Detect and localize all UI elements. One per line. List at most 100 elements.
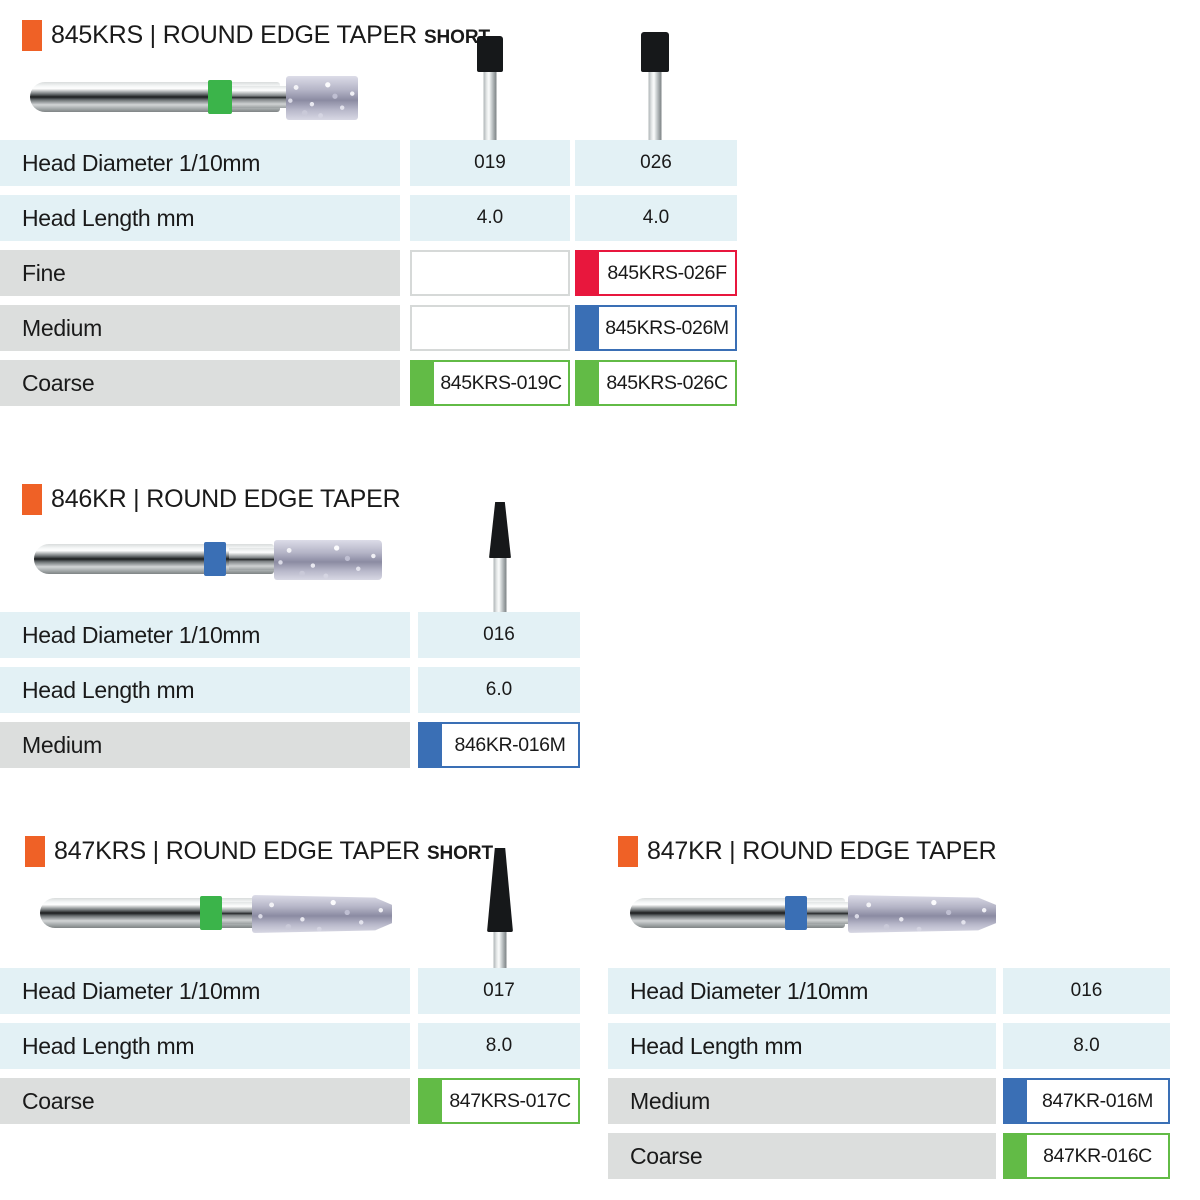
product-code-label: 846KR-016M	[442, 724, 578, 766]
table-row-coarse: Coarse 847KRS-017C	[0, 1078, 600, 1124]
row-label: Head Length mm	[0, 195, 400, 241]
grit-color-stripe	[577, 307, 599, 349]
page-title: 847KR | ROUND EDGE TAPER	[647, 836, 997, 865]
table-row-coarse: Coarse 847KR-016C	[600, 1133, 1200, 1179]
row-label: Medium	[0, 305, 400, 351]
bur-profile-016	[420, 482, 580, 620]
product-code-label: 847KRS-017C	[442, 1080, 578, 1122]
bur-diamond-head	[252, 895, 392, 933]
bur-profile-head	[487, 848, 513, 932]
product-code-cell-empty	[410, 305, 570, 351]
table-row-head-length: Head Length mm 4.0 4.0	[0, 195, 760, 241]
bur-color-band	[204, 542, 226, 576]
product-code-cell[interactable]: 846KR-016M	[418, 722, 580, 768]
table-row-fine: Fine 845KRS-026F	[0, 250, 760, 296]
product-code-cell[interactable]: 847KR-016M	[1003, 1078, 1170, 1124]
orange-marker-icon	[22, 483, 42, 515]
value-cell: 016	[1003, 968, 1170, 1014]
table-row-head-length: Head Length mm 8.0	[600, 1023, 1200, 1069]
page-title-modifier: SHORT	[426, 842, 493, 864]
bur-diamond-head	[286, 76, 358, 120]
product-code-label: 845KRS-026F	[599, 252, 735, 294]
orange-marker-icon	[618, 835, 638, 867]
product-code-label: 847KR-016C	[1027, 1135, 1168, 1177]
row-label: Coarse	[608, 1133, 996, 1179]
product-code-cell[interactable]: 847KR-016C	[1003, 1133, 1170, 1179]
product-code-label: 847KR-016M	[1027, 1080, 1168, 1122]
value-cell: 026	[575, 140, 737, 186]
table-row-medium: Medium 845KRS-026M	[0, 305, 760, 351]
row-label: Head Diameter 1/10mm	[0, 968, 410, 1014]
table-row-head-diameter: Head Diameter 1/10mm 019 026	[0, 140, 760, 186]
bur-color-band	[208, 80, 232, 114]
row-label: Medium	[608, 1078, 996, 1124]
bur-illustration-horizontal	[40, 895, 392, 940]
section-header: 846KR | ROUND EDGE TAPER	[22, 482, 407, 516]
orange-marker-icon	[25, 835, 45, 867]
grit-color-stripe	[1005, 1080, 1027, 1122]
value-cell: 8.0	[1003, 1023, 1170, 1069]
row-label: Head Diameter 1/10mm	[608, 968, 996, 1014]
value-cell: 016	[418, 612, 580, 658]
grit-color-stripe	[1005, 1135, 1027, 1177]
bur-profile-019	[410, 18, 570, 140]
table-row-head-length: Head Length mm 8.0	[0, 1023, 600, 1069]
grit-color-stripe	[577, 362, 599, 404]
table-row-head-length: Head Length mm 6.0	[0, 667, 600, 713]
bur-profile-head	[641, 32, 669, 72]
grit-color-stripe	[420, 724, 442, 766]
page-title: 846KR | ROUND EDGE TAPER	[51, 484, 401, 513]
row-label: Head Length mm	[608, 1023, 996, 1069]
value-cell: 017	[418, 968, 580, 1014]
bur-profile-shank	[493, 924, 507, 974]
table-row-head-diameter: Head Diameter 1/10mm 017	[0, 968, 600, 1014]
grit-color-stripe	[412, 362, 434, 404]
bur-color-band	[785, 896, 807, 930]
row-label: Head Diameter 1/10mm	[0, 140, 400, 186]
table-row-coarse: Coarse 845KRS-019C 845KRS-026C	[0, 360, 760, 406]
bur-illustration-horizontal	[34, 540, 382, 586]
bur-profile-shank	[648, 60, 662, 140]
bur-diamond-head	[848, 895, 996, 933]
table-row-head-diameter: Head Diameter 1/10mm 016	[600, 968, 1200, 1014]
spec-table: Head Diameter 1/10mm 017 Head Length mm …	[0, 968, 600, 1133]
value-cell: 8.0	[418, 1023, 580, 1069]
product-code-cell[interactable]: 845KRS-026C	[575, 360, 737, 406]
row-label: Head Diameter 1/10mm	[0, 612, 410, 658]
table-row-head-diameter: Head Diameter 1/10mm 016	[0, 612, 600, 658]
row-label: Medium	[0, 722, 410, 768]
product-code-label: 845KRS-026M	[599, 307, 735, 349]
product-code-label: 845KRS-026C	[599, 362, 735, 404]
value-cell: 6.0	[418, 667, 580, 713]
value-cell: 4.0	[575, 195, 737, 241]
row-label: Head Length mm	[0, 1023, 410, 1069]
bur-profile-head	[477, 36, 503, 72]
spec-table: Head Diameter 1/10mm 016 Head Length mm …	[0, 612, 600, 777]
bur-profile-017	[420, 834, 580, 974]
page-title: 845KRS | ROUND EDGE TAPER	[51, 20, 417, 49]
bur-profile-head	[489, 502, 511, 558]
orange-marker-icon	[22, 19, 42, 51]
row-label: Coarse	[0, 360, 400, 406]
bur-profile-shank	[483, 60, 497, 140]
table-row-medium: Medium 847KR-016M	[600, 1078, 1200, 1124]
bur-diamond-head	[274, 540, 382, 580]
grit-color-stripe	[577, 252, 599, 294]
bur-illustration-horizontal	[30, 76, 358, 124]
section-header: 845KRS | ROUND EDGE TAPER SHORT	[22, 18, 490, 52]
table-row-medium: Medium 846KR-016M	[0, 722, 600, 768]
bur-profile-shank	[493, 550, 507, 620]
value-cell: 019	[410, 140, 570, 186]
product-code-cell[interactable]: 845KRS-019C	[410, 360, 570, 406]
product-code-cell[interactable]: 845KRS-026M	[575, 305, 737, 351]
grit-color-stripe	[420, 1080, 442, 1122]
section-header: 847KRS | ROUND EDGE TAPER SHORT	[25, 834, 493, 868]
bur-illustration-horizontal	[630, 895, 996, 940]
product-code-cell[interactable]: 845KRS-026F	[575, 250, 737, 296]
row-label: Head Length mm	[0, 667, 410, 713]
row-label: Coarse	[0, 1078, 410, 1124]
product-code-cell-empty	[410, 250, 570, 296]
page-title-modifier: SHORT	[423, 26, 490, 48]
bur-profile-026	[573, 18, 737, 140]
product-code-cell[interactable]: 847KRS-017C	[418, 1078, 580, 1124]
